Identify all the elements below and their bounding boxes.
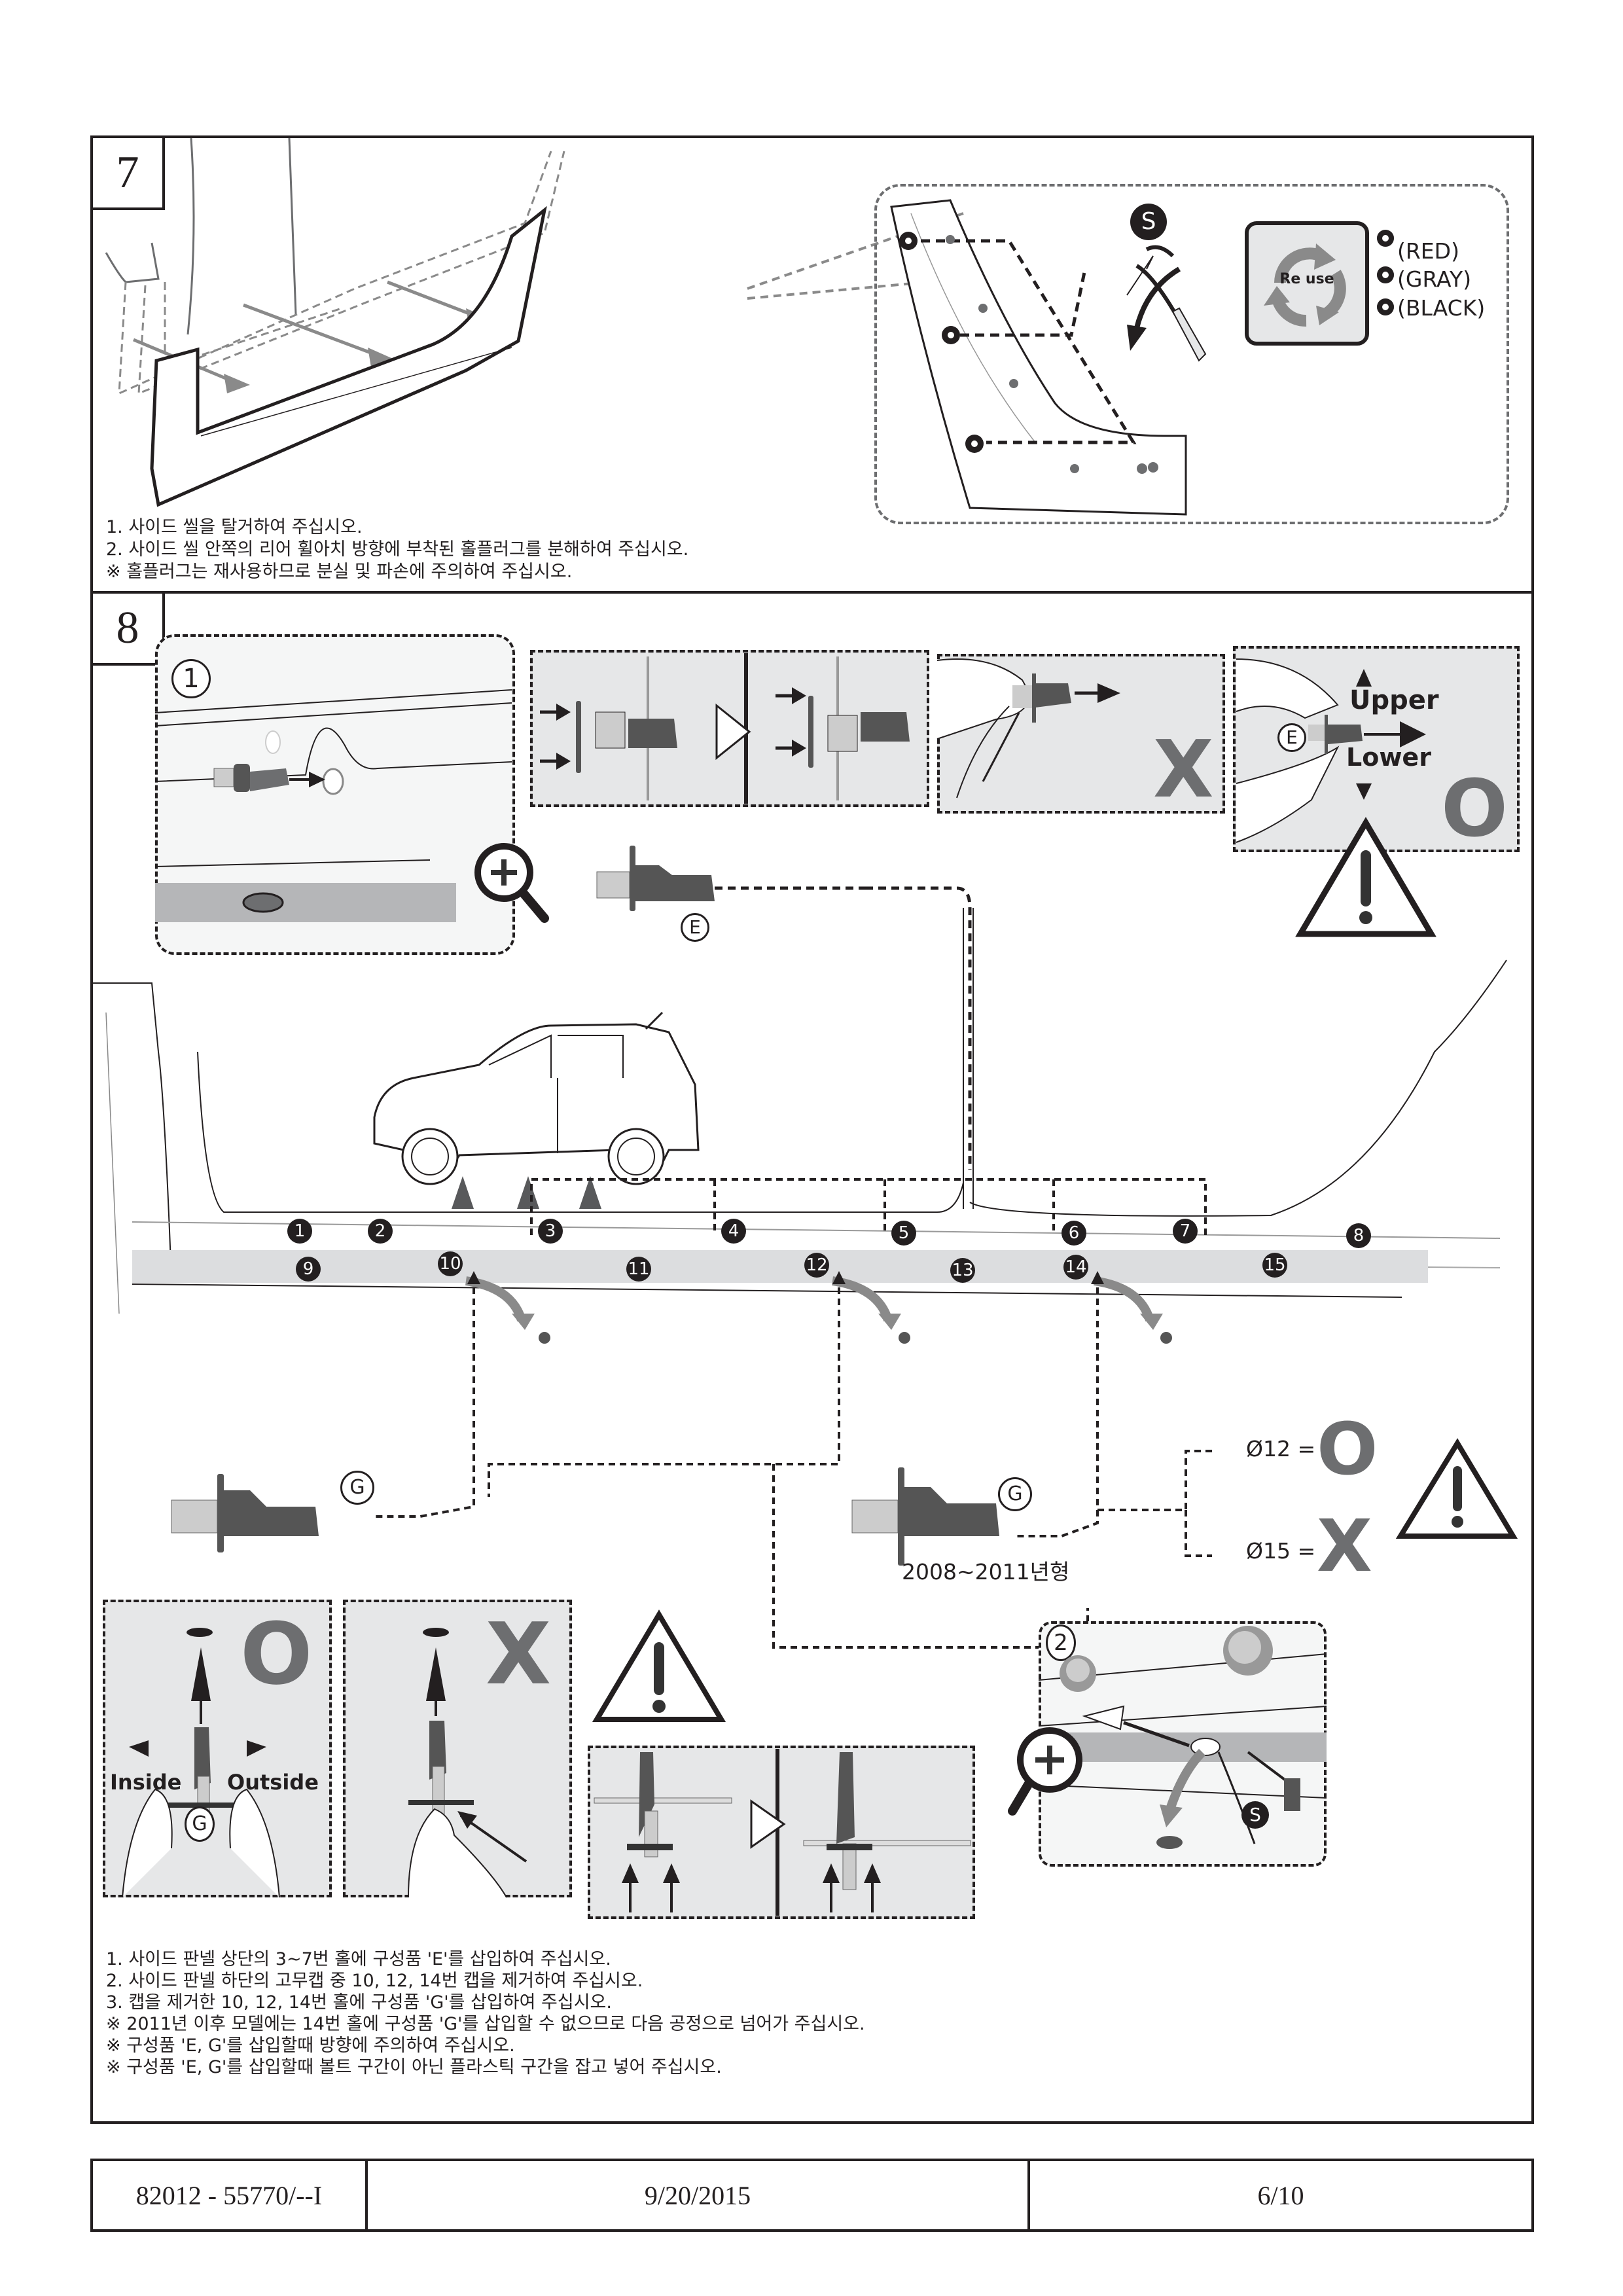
part-g-badge-right: G (998, 1477, 1032, 1511)
document-footer: 82012 - 55770/--I 9/20/2015 6/10 (90, 2159, 1534, 2232)
hole-5: 5 (891, 1221, 916, 1246)
plug-gray-icon (1377, 266, 1394, 283)
hole-3: 3 (538, 1219, 563, 1244)
detail-2-badge: 2 (1046, 1624, 1076, 1661)
g-orientation-correct-illustration (122, 1628, 280, 1898)
insertion-sequence-illustration (540, 653, 910, 804)
recycle-arrows-icon (1264, 243, 1346, 327)
hole-1: 1 (287, 1219, 312, 1244)
diameter-ok-label: Ø12 = (1246, 1436, 1316, 1462)
correct-mark-orientation: O (1441, 764, 1508, 855)
warning-icon-3 (592, 1609, 726, 1722)
wheel-arch-detail (874, 184, 1509, 524)
hole-12: 12 (804, 1253, 829, 1278)
hole-6: 6 (1061, 1221, 1086, 1246)
hole-4: 4 (721, 1219, 746, 1244)
step-8-number: 8 (93, 594, 165, 666)
upper-label: Upper (1349, 685, 1439, 715)
trim-tool-icon (1126, 245, 1207, 362)
step-8-panel: 8 1 (90, 591, 1534, 2124)
step-7-panel: 7 S (90, 135, 1534, 594)
plug-color-gray: (GRAY) (1397, 266, 1472, 292)
hole-13: 13 (950, 1258, 975, 1283)
hole-8: 8 (1346, 1223, 1371, 1248)
page-number: 6/10 (1257, 2180, 1304, 2210)
side-sill-illustration (105, 137, 565, 507)
wrong-mark-grip: X (1153, 725, 1214, 816)
part-e-badge-correct: E (1277, 723, 1306, 752)
warning-icon-2 (1395, 1438, 1518, 1539)
hole-9: 9 (296, 1257, 321, 1282)
zoom-in-magnifier-icon-1 (474, 843, 549, 923)
step-7-note-3: ※ 홀플러그는 재사용하므로 분실 및 파손에 주의하여 주십시오. (106, 562, 573, 582)
reuse-label: Re use (1279, 271, 1334, 287)
warning-icon-1 (1295, 817, 1436, 937)
cap-removal-arrows (374, 1271, 1212, 1649)
document-date: 9/20/2015 (368, 2161, 1030, 2229)
plug-black-icon (1377, 298, 1394, 315)
wrong-mark-diameter: X (1317, 1504, 1372, 1588)
vehicle-side-illustration (373, 1011, 700, 1209)
hole-7: 7 (1173, 1219, 1198, 1244)
plug-red-icon (1377, 230, 1394, 247)
outside-label: Outside (227, 1770, 319, 1795)
plug-color-red: (RED) (1397, 238, 1459, 264)
g-grip-wrong-illustration (408, 1628, 527, 1898)
inside-label: Inside (110, 1770, 182, 1795)
part-g-clip-left (171, 1474, 319, 1552)
hole-10: 10 (438, 1251, 463, 1276)
step-8-note-3: 3. 캡을 제거한 10, 12, 14번 홀에 구성품 'G'를 삽입하여 주… (106, 1992, 612, 2013)
part-e-clip-icon (596, 846, 872, 911)
part-number: 82012 - 55770/--I (93, 2161, 368, 2229)
wrong-mark-g-grip: X (486, 1604, 552, 1704)
step-8-note-4: ※ 2011년 이후 모델에는 14번 홀에 구성품 'G'를 삽입할 수 없으… (106, 2014, 865, 2034)
part-g-clip-right (851, 1467, 999, 1566)
step-8-note-2: 2. 사이드 판넬 하단의 고무캡 중 10, 12, 14번 캡을 제거하여 … (106, 1971, 643, 1991)
part-e-leader (865, 886, 972, 1170)
hole-14: 14 (1063, 1255, 1088, 1280)
part-e-badge: E (681, 913, 709, 942)
step-8-note-6: ※ 구성품 'E, G'를 삽입할때 볼트 구간이 아닌 플라스틱 구간을 잡고… (106, 2057, 722, 2077)
plug-color-black: (BLACK) (1397, 295, 1486, 321)
zoom-in-magnifier-icon-2 (1008, 1727, 1082, 1816)
correct-mark-g-orientation: O (240, 1604, 313, 1704)
hole-11: 11 (626, 1257, 651, 1282)
tool-s-badge: S (1130, 204, 1167, 240)
detail-1-badge: 1 (171, 659, 211, 698)
step-8-note-5: ※ 구성품 'E, G'를 삽입할때 방향에 주의하여 주십시오. (106, 2036, 515, 2056)
lower-label: Lower (1346, 743, 1431, 772)
step-7-number: 7 (93, 138, 165, 210)
diameter-ng-label: Ø15 = (1246, 1538, 1316, 1564)
step-7-note-1: 1. 사이드 씰을 탈거하여 주십시오. (106, 517, 363, 537)
wheel-arch-trim-illustration (890, 199, 1187, 516)
tool-s-badge-detail-2: S (1241, 1801, 1269, 1829)
step-7-note-2: 2. 사이드 씰 안쪽의 리어 휠아치 방향에 부착된 홀플러그를 분해하여 주… (106, 539, 689, 560)
wrong-grip-illustration (936, 658, 1120, 798)
part-g-badge-hand: G (185, 1806, 215, 1842)
correct-grip-illustration (1236, 658, 1426, 843)
detail-1-illustration (154, 689, 512, 922)
connector-dashes (747, 212, 964, 300)
hole-15: 15 (1262, 1253, 1287, 1278)
g-insertion-sequence-illustration (594, 1749, 971, 1916)
step-8-note-1: 1. 사이드 판넬 상단의 3~7번 홀에 구성품 'E'를 삽입하여 주십시오… (106, 1949, 611, 1969)
part-g-badge-left: G (340, 1471, 374, 1505)
reuse-badge: Re use (1245, 221, 1369, 346)
model-years-label: 2008~2011년형 (902, 1559, 1070, 1585)
upper-hole-leaders (530, 1178, 1207, 1235)
detail-2-illustration (1038, 1626, 1327, 1849)
hole-2: 2 (368, 1219, 393, 1244)
correct-mark-diameter: O (1317, 1407, 1378, 1491)
